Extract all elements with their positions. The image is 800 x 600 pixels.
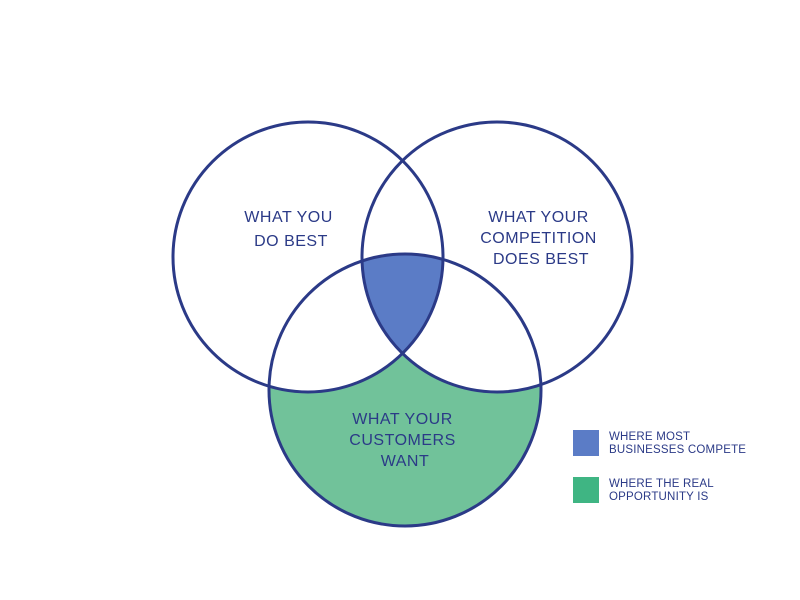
legend-item-compete: WHERE MOST BUSINESSES COMPETE bbox=[573, 430, 773, 457]
legend: WHERE MOST BUSINESSES COMPETE WHERE THE … bbox=[573, 430, 773, 524]
label-what-you-do-best: WHAT YOU DO BEST bbox=[244, 209, 337, 250]
circle-what-you-do-best bbox=[171, 120, 445, 394]
label-competition-does-best: WHAT YOUR COMPETITION DOES BEST bbox=[480, 209, 602, 268]
legend-label-opportunity: WHERE THE REAL OPPORTUNITY IS bbox=[609, 478, 714, 503]
label-customers-want: WHAT YOUR CUSTOMERS WANT bbox=[349, 411, 460, 470]
circle-customers-want bbox=[267, 252, 543, 528]
opportunity-region bbox=[269, 254, 541, 526]
circle-competition-does-best bbox=[360, 120, 634, 394]
legend-swatch-compete bbox=[573, 430, 599, 456]
legend-swatch-opportunity bbox=[573, 477, 599, 503]
legend-item-opportunity: WHERE THE REAL OPPORTUNITY IS bbox=[573, 477, 773, 504]
legend-label-compete: WHERE MOST BUSINESSES COMPETE bbox=[609, 431, 747, 456]
